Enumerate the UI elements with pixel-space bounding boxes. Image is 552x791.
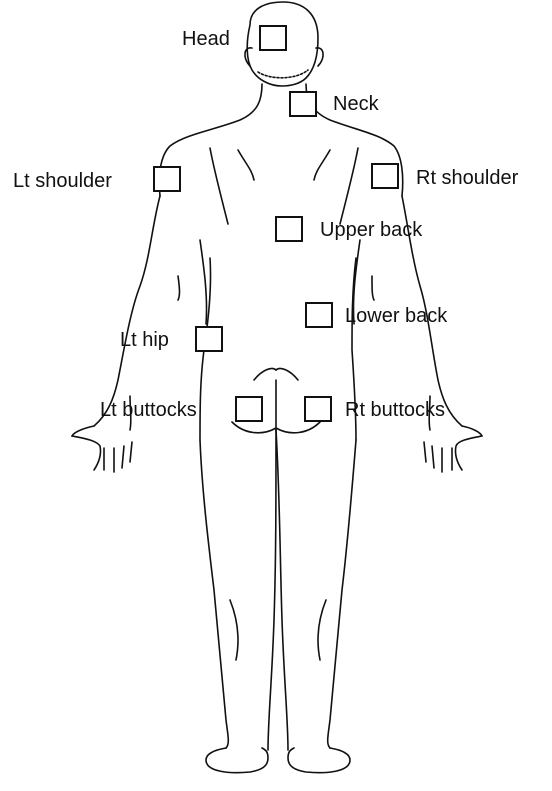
neck-label: Neck [333,92,379,116]
lt-buttocks-checkbox[interactable] [235,396,263,422]
upper-back-label: Upper back [320,218,422,242]
torso-outline [159,84,402,440]
feet-outline [206,748,350,773]
lt-hip-label: Lt hip [120,328,169,352]
upper-back-checkbox[interactable] [275,216,303,242]
lower-back-checkbox[interactable] [305,302,333,328]
lower-back-label: Lower back [345,304,447,328]
lt-buttocks-label: Lt buttocks [100,398,197,422]
lt-shoulder-checkbox[interactable] [153,166,181,192]
head-checkbox[interactable] [259,25,287,51]
rt-buttocks-checkbox[interactable] [304,396,332,422]
legs-outline [200,430,356,750]
rt-buttocks-label: Rt buttocks [345,398,445,422]
rt-shoulder-checkbox[interactable] [371,163,399,189]
lt-hip-checkbox[interactable] [195,326,223,352]
rt-shoulder-label: Rt shoulder [416,166,518,190]
neck-checkbox[interactable] [289,91,317,117]
lt-shoulder-label: Lt shoulder [13,169,112,193]
head-label: Head [182,27,230,51]
